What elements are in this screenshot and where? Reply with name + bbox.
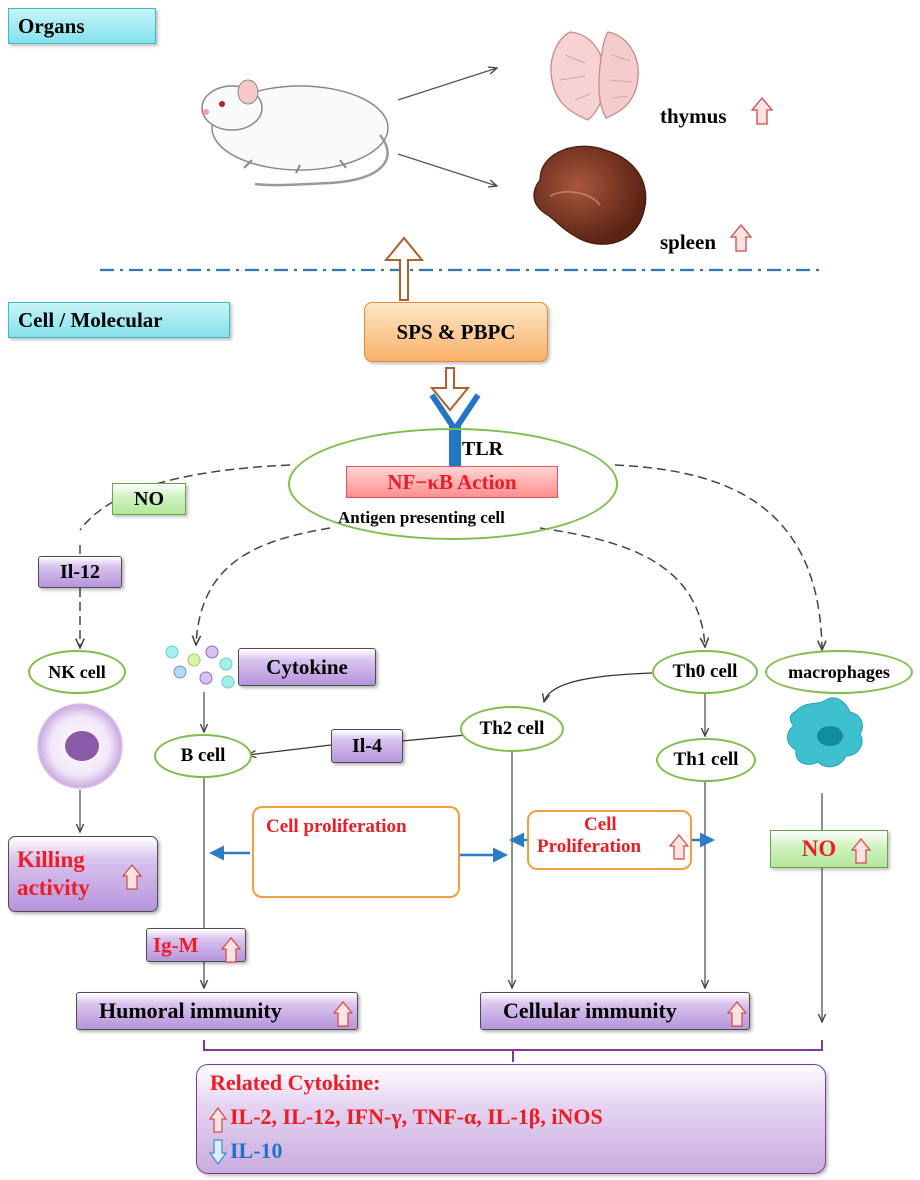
th0-cell-label: Th0 cell <box>672 661 738 682</box>
th1-cell-label: Th1 cell <box>673 749 739 770</box>
nk-cell-oval: NK cell <box>28 650 126 694</box>
il12-label: Il-12 <box>60 560 100 583</box>
b-cell-oval: B cell <box>154 734 252 778</box>
nfkb-action-label: NF−κB Action <box>387 469 517 494</box>
tlr-label: TLR <box>462 438 504 460</box>
related-cytokine-title: Related Cytokine: <box>210 1070 381 1095</box>
macrophages-label: macrophages <box>788 661 890 682</box>
apc-label: Antigen presenting cell <box>338 508 505 527</box>
no-box-right: NO <box>770 830 888 868</box>
humoral-immunity-label: Humoral immunity <box>99 998 282 1023</box>
cell-molecular-section-header: Cell / Molecular <box>8 302 230 338</box>
il4-label: Il-4 <box>352 734 382 757</box>
cellular-immunity-box: Cellular immunity <box>480 992 750 1030</box>
igm-label: Ig-M <box>153 932 199 957</box>
antigen-presenting-cell <box>288 428 618 540</box>
up-arrow-icon <box>729 223 753 252</box>
related-cytokine-box <box>196 1064 826 1174</box>
cell-proliferation-box-left <box>252 806 460 898</box>
cell-proliferation-label-left: Cell proliferation <box>266 816 407 837</box>
b-cell-label: B cell <box>180 745 226 766</box>
th0-cell-oval: Th0 cell <box>652 650 758 694</box>
cell-proliferation-right-line1: Cell <box>584 814 617 835</box>
thymus-icon <box>550 31 639 121</box>
nk-cell-label: NK cell <box>48 661 106 682</box>
killing-activity-box: Killing activity <box>8 836 158 912</box>
humoral-immunity-box: Humoral immunity <box>76 992 358 1030</box>
organs-section-header: Organs <box>8 8 156 44</box>
cell-molecular-section-label: Cell / Molecular <box>18 307 163 332</box>
th2-cell-oval: Th2 cell <box>460 706 564 752</box>
cell-proliferation-right-line2: Proliferation <box>537 836 642 857</box>
th1-cell-oval: Th1 cell <box>656 738 756 782</box>
thymus-label: thymus <box>660 104 727 128</box>
related-down-list: IL-10 <box>230 1138 283 1163</box>
killing-label-line2: activity <box>17 875 90 900</box>
related-up-list: IL-2, IL-12, IFN-γ, TNF-α, IL-1β, iNOS <box>230 1104 603 1129</box>
th2-cell-label: Th2 cell <box>479 718 545 739</box>
il12-box: Il-12 <box>38 556 122 588</box>
nfkb-action-box: NF−κB Action <box>346 466 558 498</box>
cellular-immunity-label: Cellular immunity <box>503 998 677 1023</box>
up-arrow-icon <box>750 96 774 125</box>
no-label-right: NO <box>801 836 837 861</box>
spleen-icon <box>533 145 647 245</box>
spleen-label: spleen <box>660 230 717 254</box>
cell-proliferation-box-right <box>527 810 692 870</box>
macrophage-icon <box>787 697 863 768</box>
killing-label-line1: Killing <box>17 847 85 873</box>
organs-section-label: Organs <box>18 13 85 38</box>
cytokine-label: Cytokine <box>266 654 348 679</box>
cytokine-box: Cytokine <box>238 648 376 686</box>
no-box-left: NO <box>112 483 186 515</box>
rat-icon <box>201 79 389 187</box>
agent-box: SPS & PBPC <box>364 302 548 362</box>
agent-label: SPS & PBPC <box>396 319 516 344</box>
igm-box: Ig-M <box>146 928 246 962</box>
macrophages-oval: macrophages <box>765 650 913 694</box>
cytokine-dots-icon <box>165 645 235 689</box>
il4-box: Il-4 <box>331 729 403 763</box>
nk-cell-icon <box>37 703 123 789</box>
no-label-left: NO <box>134 487 164 510</box>
